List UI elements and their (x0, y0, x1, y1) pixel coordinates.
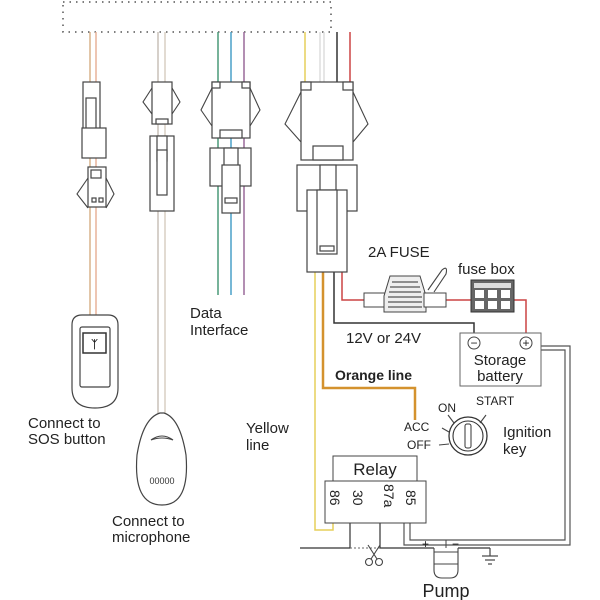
yellow-line-label: Yellow (246, 420, 289, 437)
data-interface-label: Interface (190, 322, 248, 339)
microphone-connector (142, 81, 181, 212)
voltage-label: 12V or 24V (346, 330, 421, 347)
sos-button-icon: ᛉ (71, 314, 119, 409)
ignition-key-icon (438, 414, 488, 456)
orange-line-wire (321, 272, 417, 420)
red-wire (341, 272, 364, 301)
ignition-label: key (503, 441, 527, 458)
relay-icon (324, 455, 427, 524)
yellow-line-wire (314, 272, 334, 531)
battery-relay-wire (409, 349, 566, 541)
relay-pins: 86 30 87a 85 (327, 484, 419, 508)
pump-label: Pump (422, 581, 469, 600)
battery-label: battery (477, 368, 523, 385)
ignition-start-label: START (476, 394, 515, 408)
battery-relay-wire (403, 345, 571, 546)
fuse-icon (363, 267, 448, 313)
relay-pin-85: 85 (403, 490, 419, 506)
microphone-icon: 00000 (135, 412, 188, 506)
relay-pin-30: 30 (350, 490, 366, 506)
battery-plus-label: + (522, 336, 529, 350)
fuse-box-icon (470, 279, 515, 313)
ignition-label: Ignition (503, 424, 551, 441)
tracker-device-outline (62, 1, 332, 33)
battery-minus-label: − (470, 336, 477, 350)
scissors-icon (364, 544, 384, 567)
ground-icon (482, 548, 498, 565)
pump-plus-label: + (422, 537, 429, 551)
sos-connector (76, 81, 115, 209)
sos-label: SOS button (28, 431, 106, 448)
pump-minus-label: − (452, 537, 459, 551)
orange-line-label: Orange line (335, 367, 412, 383)
microphone-label: microphone (112, 529, 190, 546)
red-wire (514, 299, 527, 337)
microphone-label: Connect to (112, 513, 185, 530)
relay-pin-87a: 87a (381, 484, 397, 508)
ignition-acc-label: ACC (404, 420, 430, 434)
data-interface-connector (200, 81, 261, 214)
pump-icon (433, 540, 459, 579)
ignition-off-label: OFF (407, 438, 431, 452)
black-wire (333, 272, 475, 337)
fuse-label: 2A FUSE (368, 244, 430, 261)
relay-pin-86: 86 (327, 490, 343, 506)
relay-label: Relay (353, 460, 397, 479)
svg-text:ᛉ: ᛉ (91, 339, 98, 351)
sos-label: Connect to (28, 415, 101, 432)
data-interface-label: Data (190, 305, 222, 322)
fuse-box-label: fuse box (458, 261, 515, 278)
battery-label: Storage (474, 352, 527, 369)
power-connector (284, 81, 369, 273)
svg-text:00000: 00000 (149, 476, 174, 486)
ignition-on-label: ON (438, 401, 456, 415)
relay-30-wire (300, 523, 351, 549)
yellow-line-label: line (246, 437, 269, 454)
